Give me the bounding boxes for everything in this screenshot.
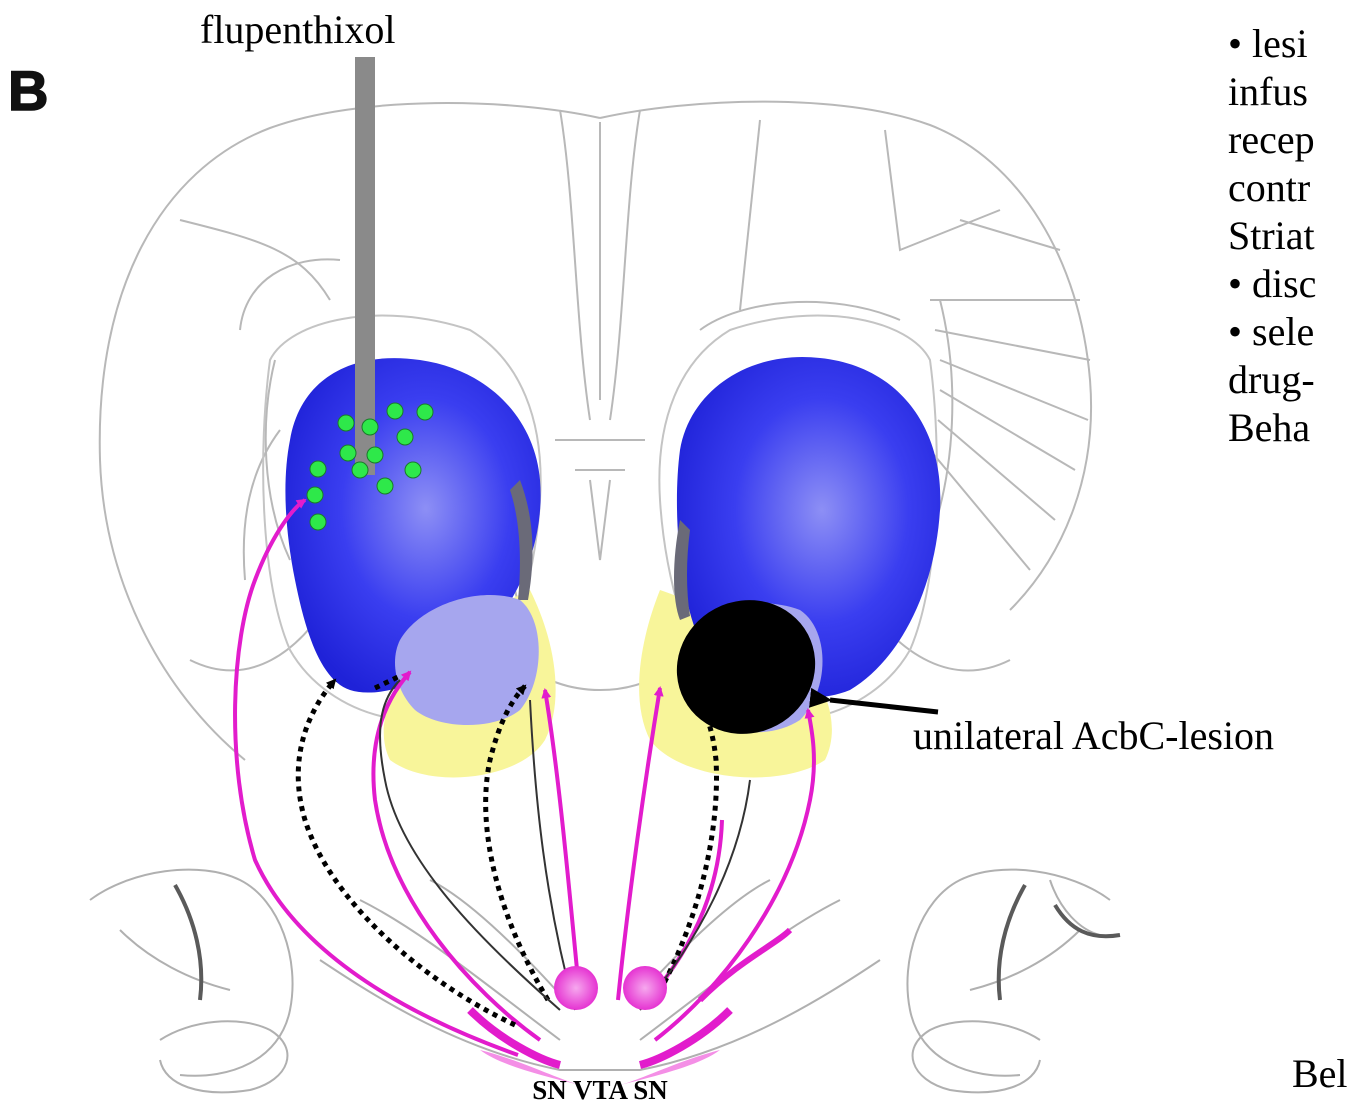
bullet-line: recep: [1228, 116, 1351, 164]
bullet-line: infus: [1228, 68, 1351, 116]
bullet-text-block: • lesi infus recep contr Striat • disc •…: [1228, 20, 1351, 452]
citation-text: Bel: [1292, 1050, 1348, 1097]
sn-vta-label: SN VTA SN: [500, 1075, 700, 1106]
bullet-line: contr: [1228, 164, 1351, 212]
cannula: [355, 57, 375, 475]
bullet-line: • disc: [1228, 260, 1351, 308]
brain-outline: [100, 102, 1091, 760]
flupenthixol-label: flupenthixol: [200, 6, 396, 53]
lesion-label: unilateral AcbC-lesion: [913, 712, 1274, 759]
panel-letter: B: [8, 58, 48, 123]
bullet-line: • sele: [1228, 308, 1351, 356]
bullet-line: drug-: [1228, 356, 1351, 404]
bullet-line: • lesi: [1228, 20, 1351, 68]
bullet-line: Beha: [1228, 404, 1351, 452]
bullet-line: Striat: [1228, 212, 1351, 260]
brainstem-outline: [90, 870, 1110, 1093]
